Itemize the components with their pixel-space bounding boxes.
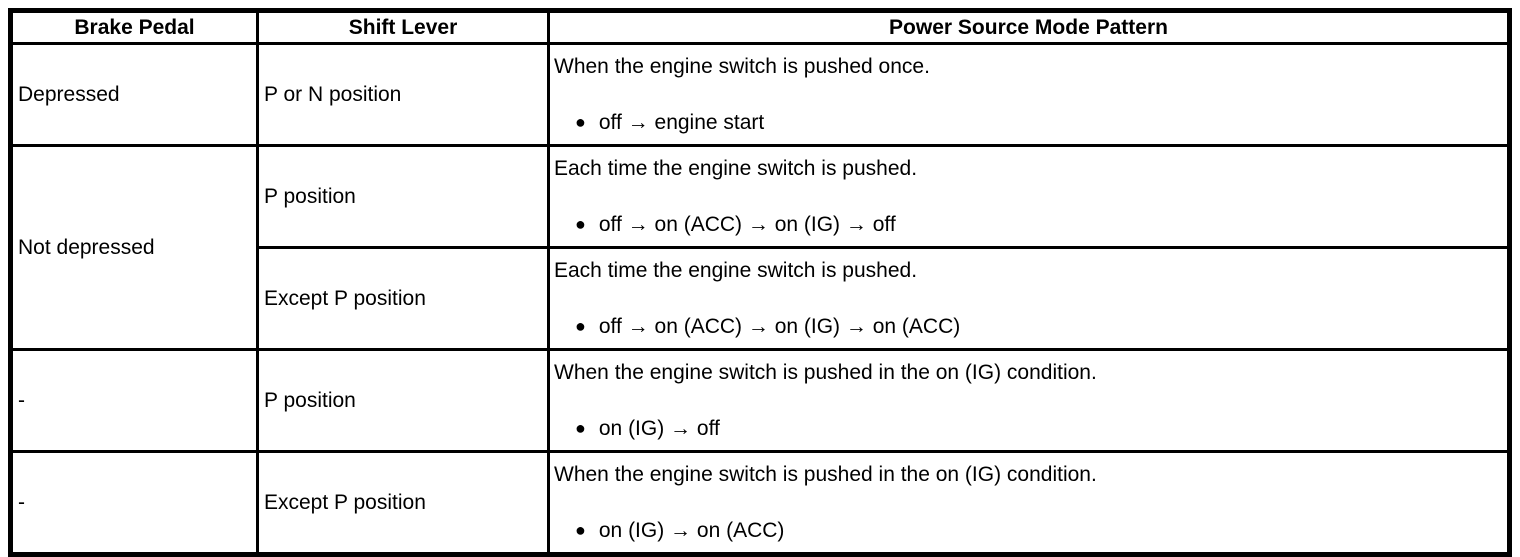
brake-pedal-cell: Not depressed: [9, 144, 259, 351]
table-row: Except P position Each time the engine s…: [11, 246, 1511, 351]
column-header-shift-lever: Shift Lever: [256, 9, 550, 45]
bullet-icon: ●: [575, 418, 586, 438]
shift-lever-cell: Except P position: [256, 246, 550, 351]
table-header-row: Brake Pedal Shift Lever Power Source Mod…: [9, 9, 1511, 45]
pattern-bullet-line: ● on (IG) → on (ACC): [554, 518, 1501, 544]
table-row: Not depressed P position Each time the e…: [9, 144, 1511, 351]
pattern-bullet-text: off → engine start: [598, 111, 765, 134]
shift-lever-cell: P position: [256, 144, 550, 249]
brake-pedal-cell: -: [9, 348, 259, 453]
bullet-icon: ●: [575, 112, 586, 132]
pattern-cell: When the engine switch is pushed in the …: [547, 450, 1511, 556]
shift-lever-cell: P position: [256, 348, 550, 453]
column-header-power-source-mode-pattern: Power Source Mode Pattern: [547, 9, 1511, 45]
pattern-bullet-text: on (IG) → off: [598, 417, 720, 440]
pattern-intro-text: When the engine switch is pushed in the …: [554, 463, 1097, 486]
table-row: Depressed P or N position When the engin…: [9, 42, 1511, 147]
bullet-icon: ●: [575, 214, 586, 234]
pattern-intro-text: Each time the engine switch is pushed.: [554, 259, 918, 282]
manual-page: Brake Pedal Shift Lever Power Source Mod…: [8, 8, 1512, 557]
bullet-icon: ●: [575, 316, 586, 336]
brake-pedal-cell: -: [9, 450, 259, 556]
pattern-intro-text: Each time the engine switch is pushed.: [554, 157, 918, 180]
pattern-cell: When the engine switch is pushed once. ●…: [547, 42, 1511, 147]
table-row: - P position When the engine switch is p…: [9, 348, 1511, 453]
shift-lever-cell: Except P position: [256, 450, 550, 556]
pattern-bullet-text: off → on (ACC) → on (IG) → on (ACC): [598, 315, 961, 338]
column-header-brake-pedal: Brake Pedal: [9, 9, 259, 45]
pattern-bullet-line: ● off → on (ACC) → on (IG) → on (ACC): [554, 314, 1501, 340]
pattern-bullet-text: off → on (ACC) → on (IG) → off: [598, 213, 896, 236]
pattern-intro-text: When the engine switch is pushed once.: [554, 55, 930, 78]
shift-lever-cell: P or N position: [256, 42, 550, 147]
brake-pedal-cell: Depressed: [9, 42, 259, 147]
table-row: - Except P position When the engine swit…: [9, 450, 1511, 556]
pattern-bullet-line: ● off → on (ACC) → on (IG) → off: [554, 212, 1501, 238]
pattern-bullet-line: ● on (IG) → off: [554, 416, 1501, 442]
pattern-intro-text: When the engine switch is pushed in the …: [554, 361, 1097, 384]
pattern-cell: When the engine switch is pushed in the …: [547, 348, 1511, 453]
pattern-bullet-line: ● off → engine start: [554, 110, 1501, 136]
pattern-cell: Each time the engine switch is pushed. ●…: [547, 144, 1511, 249]
pattern-cell: Each time the engine switch is pushed. ●…: [547, 246, 1511, 351]
power-source-mode-pattern-table: Brake Pedal Shift Lever Power Source Mod…: [8, 8, 1512, 557]
bullet-icon: ●: [575, 520, 586, 540]
pattern-bullet-text: on (IG) → on (ACC): [598, 519, 785, 542]
